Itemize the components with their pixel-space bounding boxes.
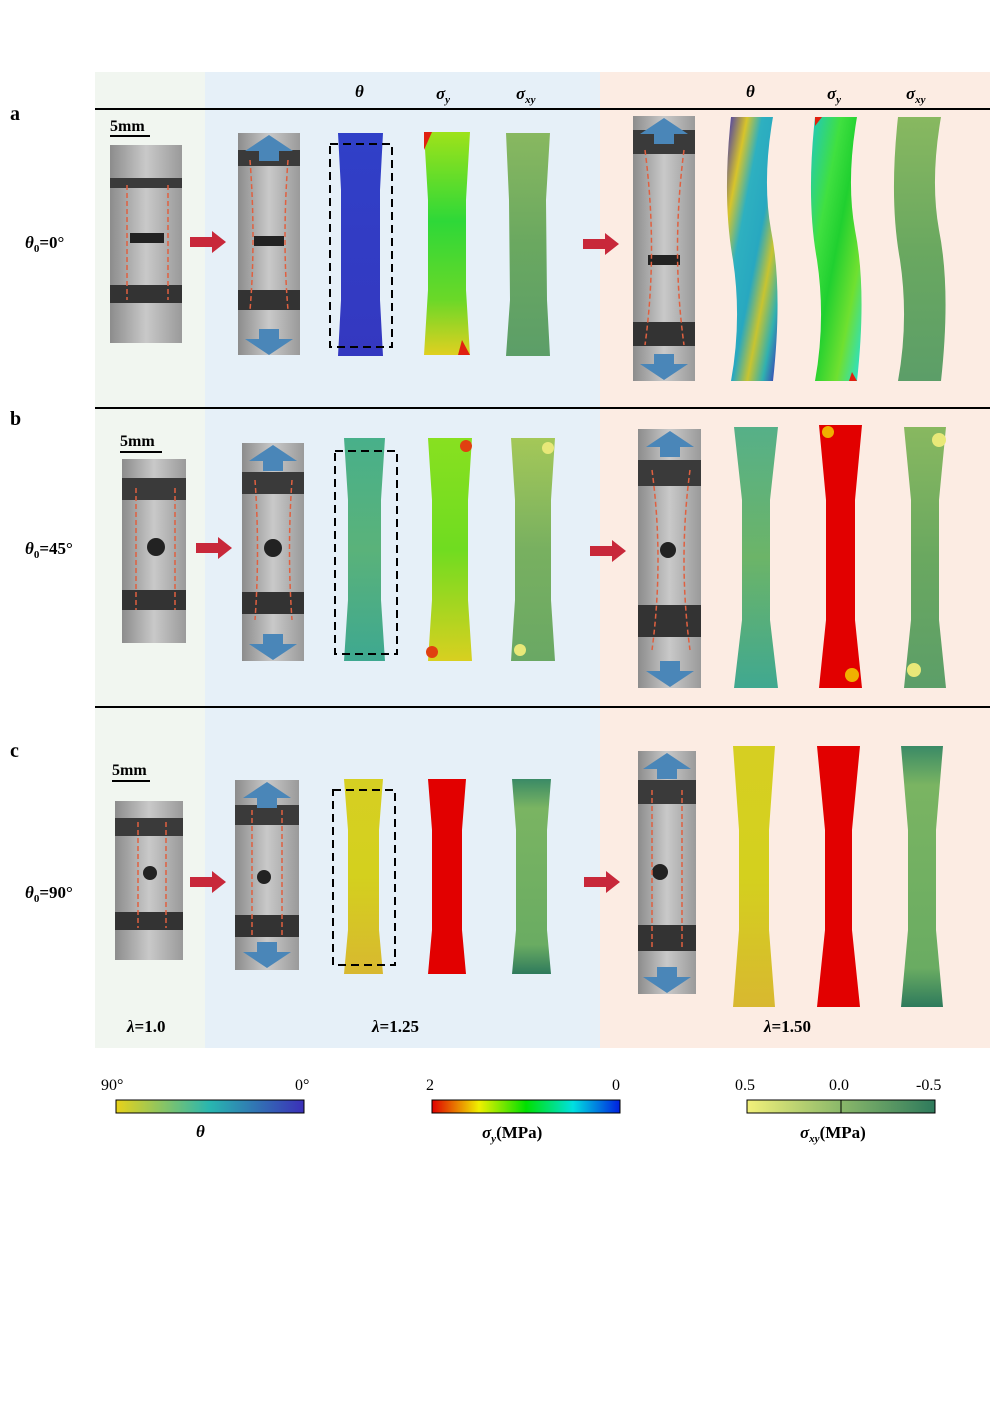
- colorbar-sigma-y-right: 0: [612, 1077, 620, 1094]
- header-sigma-xy-1: σxy: [516, 84, 536, 106]
- specimen-photo-undeformed-b: [122, 459, 186, 643]
- specimen-photo-undeformed-c: [115, 801, 183, 960]
- grip-arrow-down-2: [640, 354, 688, 380]
- process-arrow-3: [196, 537, 232, 559]
- theta-field-a-2: [726, 117, 778, 381]
- grip-arrow-down-1: [245, 329, 293, 355]
- theta-field-b-1: [334, 438, 398, 661]
- stretch-label-1-50: λ=1.50: [763, 1017, 811, 1036]
- sigma-y-field-c-1: [428, 779, 466, 974]
- process-arrow-2: [583, 233, 619, 255]
- grip-arrow-down-4: [646, 661, 694, 687]
- specimen-photo-undeformed-a: [110, 145, 182, 343]
- theta-field-b-2: [734, 427, 778, 688]
- grip-arrow-down-3: [249, 634, 297, 660]
- sigma-xy-field-a-1: [506, 133, 550, 356]
- sigma-xy-field-c-1: [512, 779, 551, 974]
- scale-bar-b: 5mm: [120, 433, 162, 453]
- grip-arrow-up-3: [249, 445, 297, 471]
- specimen-photo-stretched-b-2: [638, 429, 701, 688]
- scale-bar-a: 5mm: [110, 118, 150, 137]
- grip-arrow-down-6: [643, 967, 691, 993]
- sigma-y-field-b-2: [819, 425, 862, 688]
- grip-arrow-up-2: [640, 118, 688, 144]
- column-headers: θ σy σxy θ σy σxy: [355, 82, 926, 106]
- theta-field-c-2: [733, 746, 775, 1007]
- process-arrow-5: [190, 871, 226, 893]
- row-label-c: θ0=90°: [25, 883, 73, 905]
- sigma-y-field-a-2: [810, 117, 862, 381]
- specimen-photo-stretched-c-2: [638, 751, 696, 994]
- specimen-photo-stretched-a-1: [238, 133, 300, 355]
- process-arrow-1: [190, 231, 226, 253]
- process-arrows: [190, 231, 626, 893]
- svg-text:5mm: 5mm: [110, 118, 145, 135]
- header-theta-1: θ: [355, 82, 364, 101]
- specimen-photo-stretched-a-2: [633, 116, 695, 381]
- colorbar-sigma-xy-label: σxy(MPa): [800, 1123, 866, 1145]
- grip-arrow-down-5: [243, 942, 291, 968]
- colorbar-sigma-y-label: σy(MPa): [482, 1123, 542, 1145]
- colorbar-sigma-xy: 0.5 0.0 -0.5 σxy(MPa): [735, 1077, 941, 1145]
- row-label-a: θ0=0°: [25, 233, 64, 255]
- stretch-label-1-0: λ=1.0: [126, 1017, 165, 1036]
- theta-field-a-1: [329, 133, 393, 356]
- theta-field-c-1: [332, 779, 396, 974]
- grip-arrow-up-6: [643, 753, 691, 779]
- process-arrow-4: [590, 540, 626, 562]
- svg-text:5mm: 5mm: [112, 762, 147, 779]
- panel-letter-a: a: [10, 103, 20, 125]
- colorbar-theta-right: 0°: [295, 1077, 309, 1094]
- header-sigma-y-1: σy: [436, 84, 450, 106]
- row-label-b: θ0=45°: [25, 539, 73, 561]
- grip-arrow-up-4: [646, 431, 694, 457]
- sigma-xy-field-b-1: [511, 438, 555, 661]
- process-arrow-6: [584, 871, 620, 893]
- colorbar-theta-left: 90°: [101, 1077, 123, 1094]
- header-theta-2: θ: [746, 82, 755, 101]
- sigma-y-field-c-2: [817, 746, 860, 1007]
- sigma-xy-field-a-2: [893, 117, 946, 381]
- grip-arrows: [243, 118, 694, 993]
- grip-arrow-up-1: [245, 135, 293, 161]
- colorbar-sigma-xy-left: 0.5: [735, 1077, 755, 1094]
- sigma-xy-field-b-2: [904, 427, 946, 688]
- colorbar-theta: 90° 0° θ: [101, 1077, 309, 1141]
- specimen-photo-stretched-b-1: [242, 443, 304, 661]
- colorbar-sigma-y: 2 0 σy(MPa): [426, 1077, 621, 1145]
- panel-letter-c: c: [10, 740, 19, 762]
- stretch-label-1-25: λ=1.25: [371, 1017, 419, 1036]
- colorbar-sigma-xy-right: -0.5: [916, 1077, 941, 1094]
- header-sigma-xy-2: σxy: [906, 84, 926, 106]
- sigma-y-field-a-1: [424, 132, 470, 355]
- header-sigma-y-2: σy: [827, 84, 841, 106]
- scale-bar-c: 5mm: [112, 762, 150, 782]
- colorbar-sigma-y-left: 2: [426, 1077, 434, 1094]
- specimen-photo-stretched-c-1: [235, 780, 299, 970]
- sigma-xy-field-c-2: [901, 746, 943, 1007]
- colorbar-theta-label: θ: [196, 1122, 205, 1141]
- colorbar-sigma-xy-mid: 0.0: [829, 1077, 849, 1094]
- sigma-y-field-b-1: [426, 438, 472, 661]
- svg-text:5mm: 5mm: [120, 433, 155, 450]
- panel-letter-b: b: [10, 408, 21, 430]
- grip-arrow-up-5: [243, 782, 291, 808]
